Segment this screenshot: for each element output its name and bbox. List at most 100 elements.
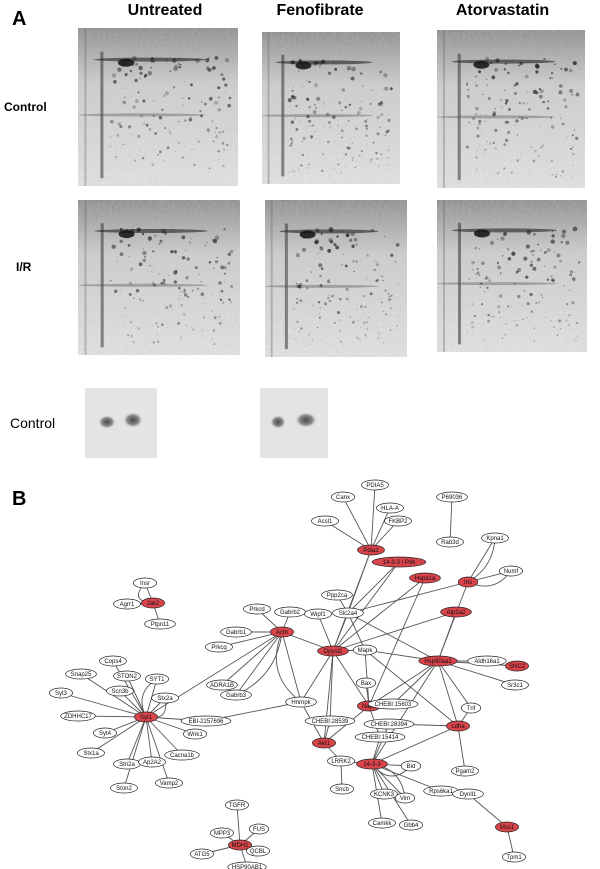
svg-text:Scn3b: Scn3b <box>111 689 129 695</box>
network-node-jak2: Jak2 <box>141 597 165 609</box>
network-node-wnk1: Wnk1 <box>183 728 207 740</box>
network-node-mapk: Mapk <box>353 644 377 656</box>
gel-ir-fenofibrate <box>265 200 407 357</box>
svg-text:Actn: Actn <box>276 630 288 636</box>
network-node-atg5: ATG5 <box>190 848 214 860</box>
network-node-chebi4: CHEBI:28539 <box>304 715 356 727</box>
network-node-pdia5: PDIA5 <box>361 479 389 491</box>
network-node-numf: Numf <box>499 565 523 577</box>
network-node-syt4: Syt4 <box>93 727 117 739</box>
svg-text:Ins: Ins <box>464 580 472 586</box>
svg-text:Mapk: Mapk <box>358 648 374 654</box>
network-node-stx2a: Stx2a <box>151 692 179 704</box>
gel-ir-atorvastatin <box>437 200 587 352</box>
network-node-stxbp1: STON2 <box>113 670 141 682</box>
svg-text:Cops4: Cops4 <box>104 659 122 665</box>
svg-text:Sncb: Sncb <box>335 787 349 793</box>
svg-text:Hnrnpk: Hnrnpk <box>291 700 311 706</box>
network-node-syt1: SYT1 <box>145 673 169 685</box>
network-node-snc2: SNC2 <box>505 660 529 672</box>
row-header-control: Control <box>4 100 47 114</box>
row-header-blot-control: Control <box>10 415 56 431</box>
network-node-hnrnpk: Hnrnpk <box>285 696 317 708</box>
svg-text:Tnf: Tnf <box>467 706 476 712</box>
network-node-hsp90ab1: HSP90AB1 <box>227 861 267 869</box>
svg-text:14-3-3: 14-3-3 <box>363 762 381 768</box>
network-node-hlaa: HLA-A <box>376 502 404 514</box>
svg-text:Ptpn11: Ptpn11 <box>151 622 170 628</box>
network-node-prkcd: Prkcd <box>243 603 271 615</box>
svg-text:Ap2A2: Ap2A2 <box>143 760 162 766</box>
network-node-mpp3: MPP3 <box>210 827 234 839</box>
svg-text:Gabrb1: Gabrb1 <box>226 630 247 636</box>
svg-text:Agrr1: Agrr1 <box>120 602 135 608</box>
svg-text:Syt1: Syt1 <box>140 715 153 721</box>
row-header-ir: I/R <box>16 260 32 274</box>
network-node-kpna1: Kpna1 <box>481 532 509 544</box>
network-node-chebi5: CHEBI:15414 <box>354 731 406 743</box>
svg-text:Stx2a: Stx2a <box>157 696 173 702</box>
network-node-adra1b: ADRA1B <box>206 679 238 691</box>
svg-text:FKBP2: FKBP2 <box>388 519 408 525</box>
network-node-cops4: Cops4 <box>99 655 127 667</box>
svg-text:Ston2: Ston2 <box>116 786 132 792</box>
network-node-mss1: Mss1 <box>495 821 519 833</box>
gel-control-fenofibrate <box>262 32 400 184</box>
svg-text:Stn2a: Stn2a <box>119 762 135 768</box>
network-node-chebi1: CHEBI:15603 <box>367 698 419 710</box>
network-node-lrrk2: LRRK2 <box>327 755 355 767</box>
network-node-ap2a2: Ap2A2 <box>138 756 166 768</box>
network-node-p1433: 14-3-3 <box>356 758 388 770</box>
svg-text:Napb: Napb <box>362 704 377 710</box>
network-node-sncb: Sncb <box>330 783 354 795</box>
svg-text:LRRK2: LRRK2 <box>331 759 351 765</box>
panel-a-label: A <box>12 8 27 30</box>
svg-text:MPP3: MPP3 <box>214 831 231 837</box>
svg-text:Wnk1: Wnk1 <box>187 732 203 738</box>
network-node-pdk: 14-3-3 / Pdk <box>371 556 427 568</box>
svg-text:Mss1: Mss1 <box>500 825 515 831</box>
network-node-mdh1: MDH1 <box>228 839 252 851</box>
network-node-hsp90: Hsp90aa1 <box>418 655 458 667</box>
svg-text:CHEBI:28539: CHEBI:28539 <box>312 719 349 725</box>
svg-text:Dpysl2: Dpysl2 <box>324 649 343 655</box>
network-node-bid: Bid <box>400 760 422 772</box>
svg-text:TGFR: TGFR <box>229 803 246 809</box>
svg-text:Atp2a2: Atp2a2 <box>446 610 466 616</box>
network-node-tgfr: TGFR <box>225 799 249 811</box>
network-node-stx1a: Stx1a <box>77 747 105 759</box>
svg-text:CHEBI:28394: CHEBI:28394 <box>371 722 408 728</box>
network-node-hspa1a: Hspa1a <box>409 572 441 584</box>
svg-text:Rps6ka1: Rps6ka1 <box>429 789 453 795</box>
svg-text:KCNK3: KCNK3 <box>374 792 395 798</box>
network-node-syt3: Syt3 <box>49 687 73 699</box>
network-node-camkk: Camkk <box>368 817 396 829</box>
network-node-ppp2ca: Ppp2ca <box>321 589 353 601</box>
svg-text:CHEBI:15414: CHEBI:15414 <box>362 735 399 741</box>
svg-text:Numf: Numf <box>504 569 519 575</box>
svg-text:Hsp90aa1: Hsp90aa1 <box>424 659 452 665</box>
svg-text:FUS: FUS <box>253 827 265 833</box>
network-node-kcnk3: KCNK3 <box>370 788 398 800</box>
network-node-cbx: QCBL <box>246 845 270 857</box>
blot-fenofibrate <box>260 388 328 458</box>
network-node-ebi: EBI-2257696 <box>180 715 232 727</box>
network-node-wipf1: Wipf1 <box>304 608 332 620</box>
svg-text:ZDHHC17: ZDHHC17 <box>64 714 92 720</box>
network-node-insr: Insr <box>133 577 157 589</box>
network-node-scn3b: Scn3b <box>106 685 134 697</box>
svg-text:Gbb4: Gbb4 <box>404 823 419 829</box>
network-node-gabrb1: Gabrb1 <box>220 626 252 638</box>
svg-text:Prkcd: Prkcd <box>249 607 264 613</box>
svg-text:Vim: Vim <box>400 796 410 802</box>
blot-untreated <box>85 388 157 458</box>
network-node-dpysl2: Dpysl2 <box>317 645 349 657</box>
gel-ir-untreated <box>78 200 240 355</box>
network-node-ptpn11: Ptpn11 <box>144 618 176 630</box>
network-node-canx: Canx <box>331 491 355 503</box>
network-node-prkcq: Prkcq <box>205 641 233 653</box>
column-header-atorvastatin: Atorvastatin <box>455 2 550 19</box>
network-node-fkbp2: FKBP2 <box>384 515 412 527</box>
svg-text:Cacna1b: Cacna1b <box>170 753 195 759</box>
